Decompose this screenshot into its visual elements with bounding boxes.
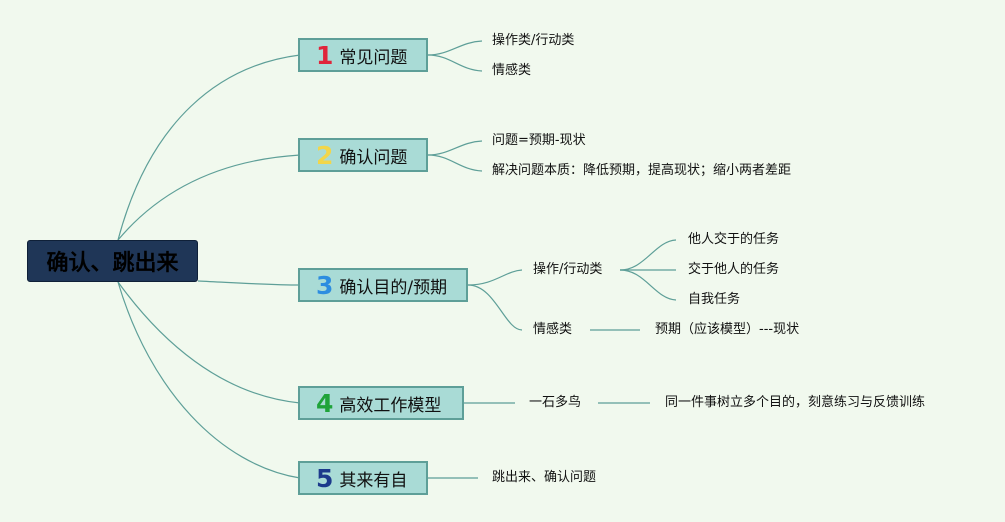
branch-label-1: 常见问题	[339, 47, 408, 68]
leaf-b4-1-1[interactable]: 同一件事树立多个目的，刻意练习与反馈训练	[665, 395, 926, 410]
branch-label-5: 其来有自	[339, 470, 408, 491]
connector-root-branch-4	[117, 281, 301, 404]
connector-b1-c2	[427, 54, 483, 72]
branch-number-1: 1	[316, 40, 334, 70]
root-label: 确认、跳出来	[46, 251, 179, 276]
connector-b3-g1	[619, 239, 677, 271]
branch-label-2: 确认问题	[339, 147, 408, 168]
branch-2[interactable]: 2 确认问题	[298, 138, 428, 172]
leaf-b4-1[interactable]: 一石多鸟	[529, 395, 582, 410]
leaf-b3-1-2[interactable]: 交于他人的任务	[688, 262, 780, 277]
connector-root-branch-5	[117, 281, 301, 479]
branch-3[interactable]: 3 确认目的/预期	[298, 268, 468, 302]
leaf-b1-2[interactable]: 情感类	[492, 63, 532, 78]
branch-5[interactable]: 5 其来有自	[298, 461, 428, 495]
leaf-b2-1[interactable]: 问题=预期-现状	[492, 133, 586, 148]
connector-b2-c2	[427, 154, 483, 172]
connector-b3-c2	[467, 284, 523, 331]
branch-number-5: 5	[316, 463, 334, 493]
branch-4[interactable]: 4 高效工作模型	[298, 386, 464, 420]
connector-b3-c1	[467, 269, 523, 286]
connector-root-branch-1	[117, 54, 301, 241]
branch-number-2: 2	[316, 140, 334, 170]
connector-root-branch-2	[117, 154, 301, 241]
leaf-b3-2[interactable]: 情感类	[533, 322, 573, 337]
branch-number-3: 3	[316, 270, 334, 300]
leaf-b1-1[interactable]: 操作类/行动类	[492, 33, 575, 48]
leaf-b3-1[interactable]: 操作/行动类	[533, 262, 603, 277]
branch-label-4: 高效工作模型	[339, 395, 442, 416]
leaf-b3-1-3[interactable]: 自我任务	[688, 292, 741, 307]
branch-number-4: 4	[316, 388, 334, 418]
branch-1[interactable]: 1 常见问题	[298, 38, 428, 72]
connector-root-branch-3	[197, 280, 301, 286]
root-topic[interactable]: 确认、跳出来	[27, 240, 198, 282]
connector-b1-c1	[427, 40, 483, 56]
leaf-b3-1-1[interactable]: 他人交于的任务	[688, 232, 780, 247]
branch-label-3: 确认目的/预期	[339, 277, 448, 298]
connector-b2-c1	[427, 140, 483, 156]
connector-b3-g3	[619, 269, 677, 301]
leaf-b2-2[interactable]: 解决问题本质：降低预期，提高现状；缩小两者差距	[492, 163, 792, 178]
leaf-b3-2-1[interactable]: 预期（应该模型）---现状	[655, 322, 800, 337]
leaf-b5-1[interactable]: 跳出来、确认问题	[492, 470, 597, 485]
